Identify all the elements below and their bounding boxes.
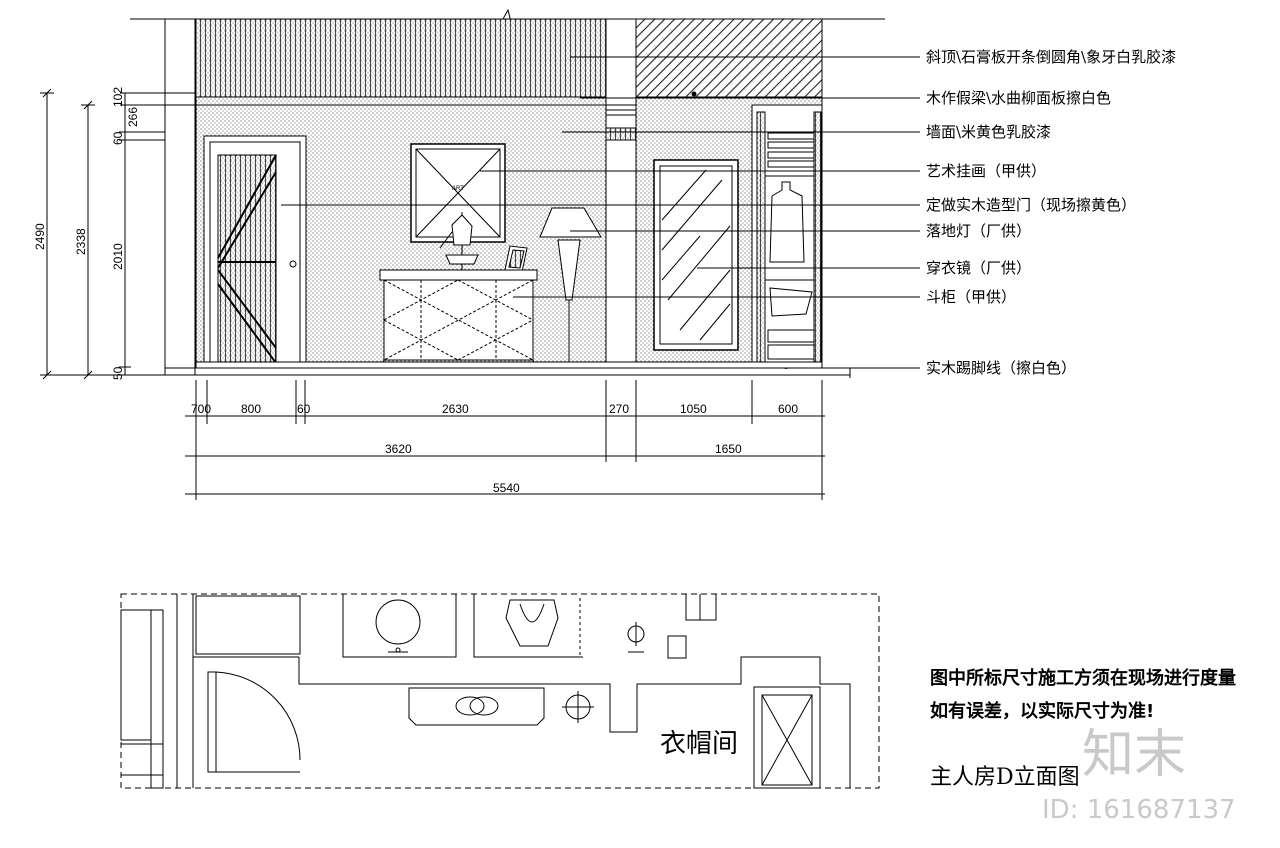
sloped-ceiling-panel: [195, 18, 607, 98]
annotation-false-beam: 木作假梁\水曲柳面板擦白色: [926, 89, 1111, 107]
annotation-floor-lamp: 落地灯（厂供）: [926, 222, 1031, 240]
floor-plan: [120, 593, 880, 789]
wardrobe: [751, 104, 823, 369]
hdim-800: 800: [241, 402, 261, 416]
vdim-50: 50: [111, 366, 125, 380]
art-label: ART: [452, 186, 464, 192]
hdim-700: 700: [191, 402, 211, 416]
vdim-102: 102: [111, 87, 125, 107]
hdim-1650: 1650: [715, 442, 742, 456]
annotation-leaders: [281, 56, 920, 369]
plan-note-line2: 如有误差，以实际尺寸为准!: [930, 700, 1154, 722]
vertical-dimensions: [40, 88, 165, 380]
room-label-cloakroom: 衣帽间: [660, 729, 738, 759]
vdim-60: 60: [111, 131, 125, 145]
skirting-board: [195, 361, 823, 369]
hdim-1050: 1050: [680, 402, 707, 416]
floor-lamp: [539, 207, 602, 367]
annotation-skirting: 实木踢脚线（擦白色）: [926, 359, 1076, 377]
watermark-id: ID: 161687137: [1042, 795, 1236, 825]
photo-frame: [504, 245, 528, 273]
hdim-270: 270: [609, 402, 629, 416]
chest-cabinet: [379, 269, 538, 369]
annotation-chest: 斗柜（甲供）: [926, 288, 1016, 306]
annotation-art-painting: 艺术挂画（甲供）: [926, 162, 1046, 180]
annotation-custom-door: 定做实木造型门（现场擦黄色）: [926, 196, 1136, 214]
vdim-2338: 2338: [74, 228, 88, 255]
elevation-view: ART: [33, 8, 1176, 500]
hdim-2630: 2630: [442, 402, 469, 416]
annotation-mirror: 穿衣镜（厂供）: [926, 259, 1031, 277]
hdim-3620: 3620: [385, 442, 412, 456]
annotation-sloped-ceiling: 斜顶\石膏板开条倒圆角\象牙白乳胶漆: [926, 48, 1176, 66]
false-beam: [195, 96, 607, 106]
watermark-logo: 知末: [1082, 725, 1186, 785]
hdim-600: 600: [778, 402, 798, 416]
ship-model: [439, 212, 479, 272]
drawing-title: 主人房D立面图: [930, 765, 1080, 790]
dressing-mirror: [653, 159, 739, 351]
vdim-2010: 2010: [111, 243, 125, 270]
sloped-ceiling-hatch: [635, 18, 823, 98]
hdim-5540: 5540: [493, 481, 520, 495]
vdim-2490: 2490: [33, 223, 47, 250]
wooden-door: [203, 135, 307, 368]
vdim-266: 266: [126, 107, 140, 127]
plan-note-line1: 图中所标尺寸施工方须在现场进行度量: [930, 667, 1236, 689]
annotation-wall-paint: 墙面\米黄色乳胶漆: [926, 123, 1051, 141]
horizontal-dimensions: [185, 380, 825, 500]
hdim-60: 60: [297, 402, 311, 416]
